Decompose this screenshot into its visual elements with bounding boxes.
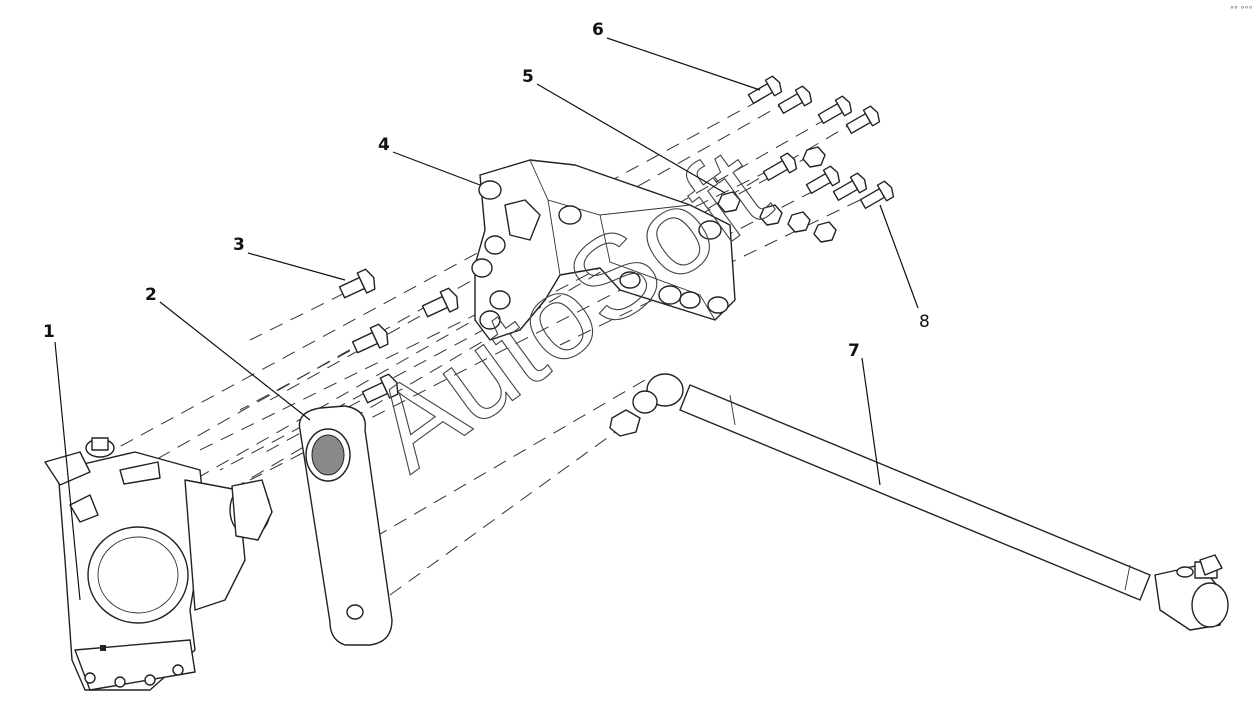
callout-5: 5	[522, 67, 534, 87]
callout-1: 1	[43, 322, 55, 342]
steering-gear-box	[44, 437, 273, 691]
callout-2: 2	[145, 285, 157, 305]
corner-mark: °° °°°	[1230, 5, 1253, 14]
nuts	[717, 146, 837, 243]
tie-rod	[609, 373, 1229, 631]
bolts-upper	[747, 75, 895, 210]
callout-8: 8	[919, 312, 930, 332]
pitman-arm	[298, 405, 393, 646]
steering-bracket	[471, 159, 736, 341]
callout-7: 7	[848, 341, 860, 361]
callout-6: 6	[592, 20, 604, 40]
callout-labels: 1 2 3 4 5 6 7 8	[43, 20, 930, 361]
callout-3: 3	[233, 235, 245, 255]
mounting-bolts	[338, 268, 459, 404]
callout-4: 4	[378, 135, 390, 155]
leader-lines	[54, 37, 919, 601]
